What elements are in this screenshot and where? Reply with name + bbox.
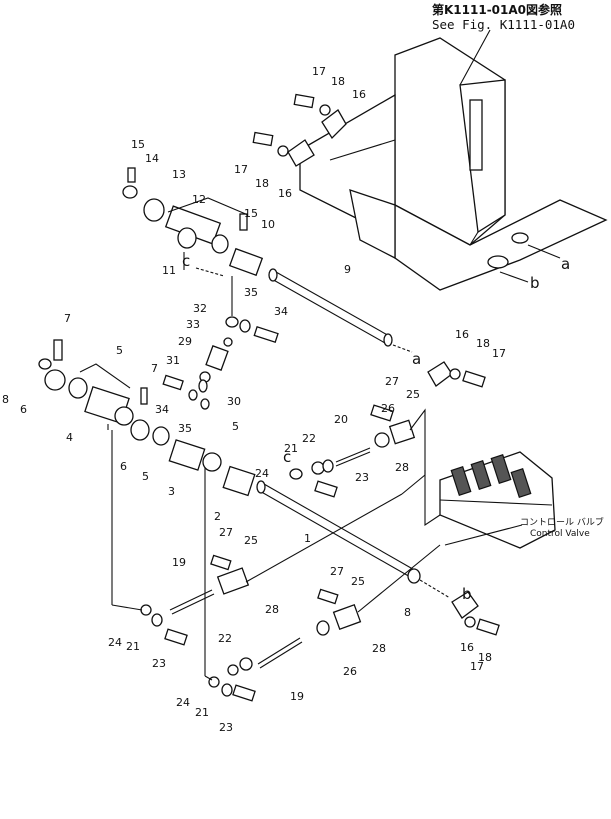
part-number: 28 xyxy=(395,461,409,474)
control-valve-body xyxy=(424,451,556,549)
part-number: 1 xyxy=(304,532,311,545)
part-number: 35 xyxy=(244,286,258,299)
part-number: 25 xyxy=(406,388,420,401)
part-number: 34 xyxy=(155,403,169,416)
bracket-16-right xyxy=(427,361,486,388)
part-number: 18 xyxy=(255,177,269,190)
part-number: 16 xyxy=(455,328,469,341)
part-number: 6 xyxy=(20,403,27,416)
part-number: 4 xyxy=(66,431,73,444)
arrow-letter: b xyxy=(462,585,472,603)
part-number: 26 xyxy=(343,665,357,678)
rod-19-lower-b xyxy=(208,544,441,702)
part-number: 30 xyxy=(227,395,241,408)
arrow-letter: c xyxy=(182,252,190,270)
part-number: 3 xyxy=(168,485,175,498)
part-number: 19 xyxy=(290,690,304,703)
part-number: 15 xyxy=(244,207,258,220)
reference-japanese: 第K1111-01A0図参照 xyxy=(432,3,563,17)
upper-bracket-12 xyxy=(122,167,264,277)
part-number: 22 xyxy=(302,432,316,445)
part-number: 16 xyxy=(278,187,292,200)
part-number: 25 xyxy=(351,575,365,588)
part-number: 18 xyxy=(476,337,490,350)
part-number: 33 xyxy=(186,318,200,331)
left-bracket-4 xyxy=(38,339,222,472)
part-number: 23 xyxy=(355,471,369,484)
part-number: 28 xyxy=(265,603,279,616)
part-number: 23 xyxy=(152,657,166,670)
part-number: 14 xyxy=(145,152,159,165)
part-number: 18 xyxy=(478,651,492,664)
part-number: 31 xyxy=(166,354,180,367)
part-number: 10 xyxy=(261,218,275,231)
part-number: 24 xyxy=(108,636,122,649)
part-number: 27 xyxy=(330,565,344,578)
part-number: 17 xyxy=(492,347,506,360)
part-number: 5 xyxy=(232,420,239,433)
shaft-9 xyxy=(268,268,413,353)
part-number: 16 xyxy=(352,88,366,101)
control-valve-label-en: Control Valve xyxy=(530,529,590,539)
arrow-letter: a xyxy=(561,255,570,273)
part-number: 27 xyxy=(219,526,233,539)
part-number: 35 xyxy=(178,422,192,435)
part-number: 20 xyxy=(334,413,348,426)
bracket-16-top-a xyxy=(293,93,347,140)
part-number: 21 xyxy=(195,706,209,719)
arrow-letter: c xyxy=(283,448,291,466)
part-number: 22 xyxy=(218,632,232,645)
part-number: 2 xyxy=(214,510,221,523)
part-number: 26 xyxy=(381,402,395,415)
part-number: 13 xyxy=(172,168,186,181)
leader-b-top xyxy=(499,271,529,283)
part-number: 7 xyxy=(151,362,158,375)
rod-20-upper xyxy=(289,404,426,498)
part-number: 8 xyxy=(2,393,9,406)
bracket-16-lower xyxy=(419,579,500,636)
part-number: 24 xyxy=(176,696,190,709)
part-number-labels: 1 2 3 4 5 5 5 6 6 7 7 8 8 9 10 11 12 13 … xyxy=(2,65,506,734)
frame-assembly xyxy=(299,29,608,291)
part-number: 17 xyxy=(234,163,248,176)
part-number: 24 xyxy=(255,467,269,480)
part-number: 5 xyxy=(116,344,123,357)
rod-19-lower-a xyxy=(140,474,426,646)
part-number: 17 xyxy=(470,660,484,673)
connecting-lines xyxy=(111,267,233,681)
part-number: 21 xyxy=(126,640,140,653)
part-number: 21 xyxy=(284,442,298,455)
control-valve-label: コントロール バルブ Control Valve xyxy=(520,516,604,539)
part-number: 15 xyxy=(131,138,145,151)
part-number: 29 xyxy=(178,335,192,348)
part-number: 12 xyxy=(192,193,206,206)
part-number: 27 xyxy=(385,375,399,388)
arrow-letter: a xyxy=(412,350,421,368)
reference-english: See Fig. K1111-01A0 xyxy=(432,17,575,32)
bushing-2 xyxy=(222,465,256,497)
part-number: 18 xyxy=(331,75,345,88)
link-parts-29-35 xyxy=(162,316,279,410)
part-number: 9 xyxy=(344,263,351,276)
part-number: 23 xyxy=(219,721,233,734)
part-number: 8 xyxy=(404,606,411,619)
part-number: 19 xyxy=(172,556,186,569)
part-number: 34 xyxy=(274,305,288,318)
part-number: 5 xyxy=(142,470,149,483)
arrow-letter-labels: a a b b c c xyxy=(182,252,570,603)
control-valve-label-jp: コントロール バルブ xyxy=(520,516,604,528)
part-number: 16 xyxy=(460,641,474,654)
part-number: 6 xyxy=(120,460,127,473)
bracket-16-top-b xyxy=(252,131,315,167)
part-number: 11 xyxy=(162,264,176,277)
part-number: 28 xyxy=(372,642,386,655)
part-number: 7 xyxy=(64,312,71,325)
part-number: 25 xyxy=(244,534,258,547)
leader-a-top xyxy=(527,244,561,259)
part-number: 32 xyxy=(193,302,207,315)
part-number: 17 xyxy=(312,65,326,78)
arrow-letter: b xyxy=(530,274,540,292)
